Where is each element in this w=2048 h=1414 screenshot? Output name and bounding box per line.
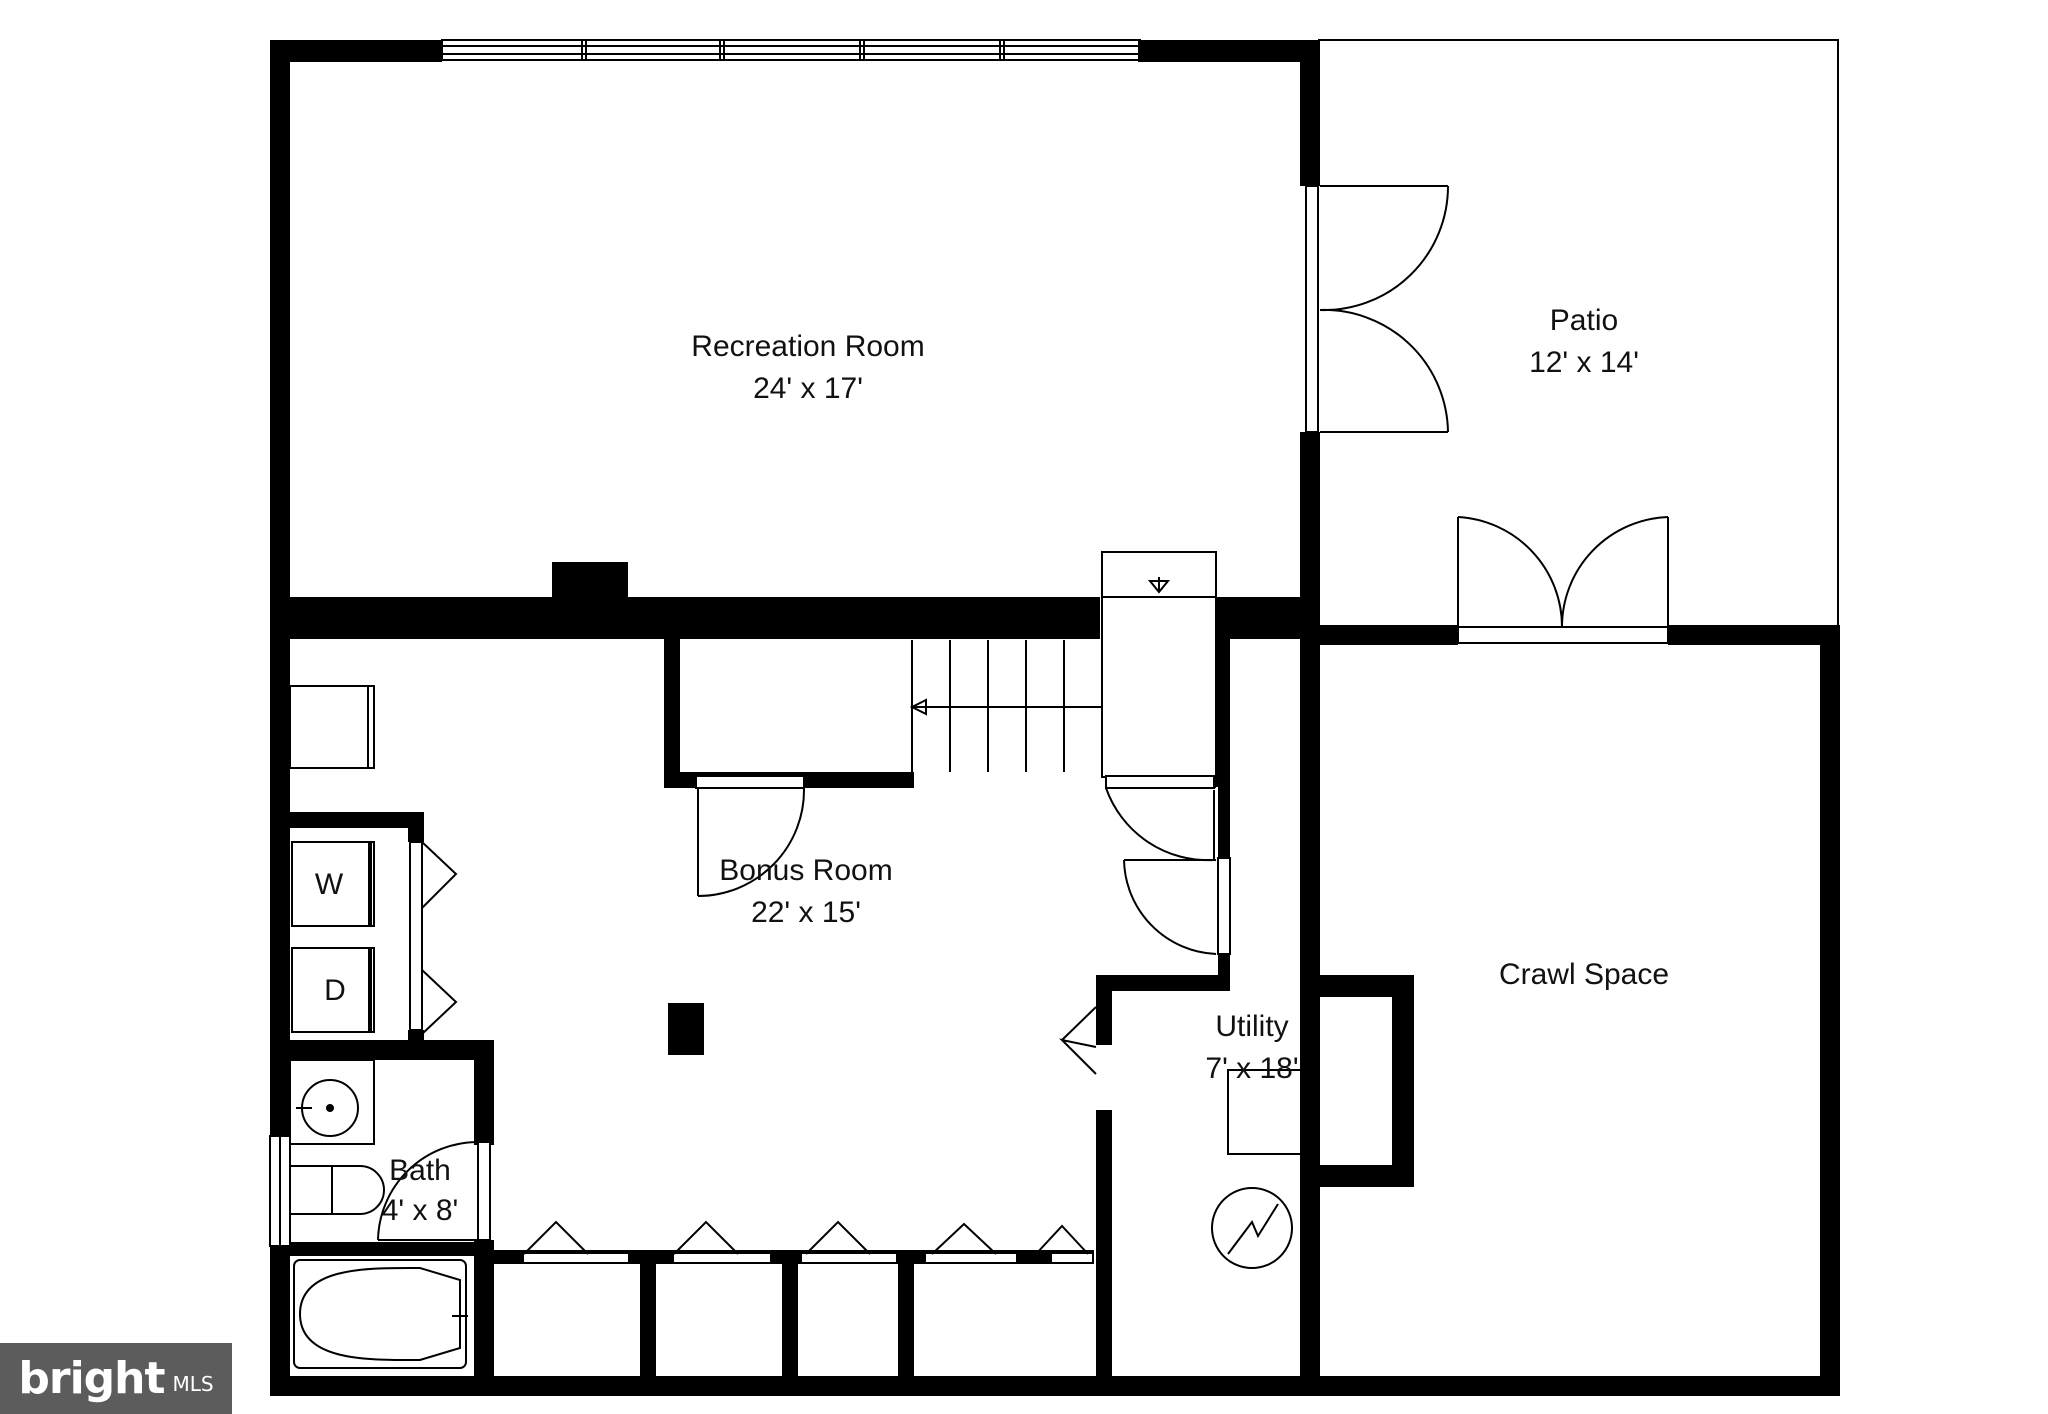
utility-name: Utility bbox=[1215, 1010, 1288, 1043]
wall-openings bbox=[524, 1047, 1110, 1262]
utility-dims: 7' x 18' bbox=[1205, 1052, 1298, 1085]
recreation-room-name: Recreation Room bbox=[691, 330, 924, 363]
patio-side-doors bbox=[1305, 185, 1449, 433]
washer bbox=[291, 841, 375, 927]
patio-name: Patio bbox=[1550, 304, 1618, 337]
dryer bbox=[291, 947, 375, 1033]
water-heater bbox=[1227, 1069, 1313, 1155]
recreation-room-dims: 24' x 17' bbox=[753, 372, 863, 405]
bath-dims: 4' x 8' bbox=[382, 1194, 459, 1227]
electrical-panel-icon bbox=[1211, 1187, 1293, 1269]
watermark-brand: bright bbox=[18, 1353, 165, 1404]
bonus-room-dims: 22' x 15' bbox=[751, 896, 861, 929]
washer-label: W bbox=[315, 868, 344, 901]
top-windows bbox=[441, 39, 1141, 61]
closet-doors bbox=[523, 1220, 1089, 1255]
watermark-mls: MLS bbox=[172, 1371, 214, 1396]
patio-dims: 12' x 14' bbox=[1529, 346, 1639, 379]
crawl-space-doors bbox=[1457, 516, 1669, 644]
staircase bbox=[909, 640, 1103, 772]
bath-name: Bath bbox=[389, 1154, 451, 1187]
stair-landing bbox=[1101, 551, 1217, 778]
bathroom-fixtures bbox=[269, 1059, 491, 1369]
patio-outline bbox=[1318, 39, 1839, 625]
storage-cabinet bbox=[289, 685, 375, 769]
dryer-label: D bbox=[324, 974, 346, 1007]
bonus-room-name: Bonus Room bbox=[719, 854, 892, 887]
bright-mls-watermark: bright MLS bbox=[0, 1343, 232, 1414]
laundry-doors bbox=[409, 841, 458, 1035]
bonus-room-doors bbox=[695, 775, 1231, 1075]
crawl-space-name: Crawl Space bbox=[1499, 958, 1669, 991]
room-labels: Recreation Room 24' x 17' Patio 12' x 14… bbox=[315, 304, 1669, 1227]
walls bbox=[270, 40, 1840, 1396]
